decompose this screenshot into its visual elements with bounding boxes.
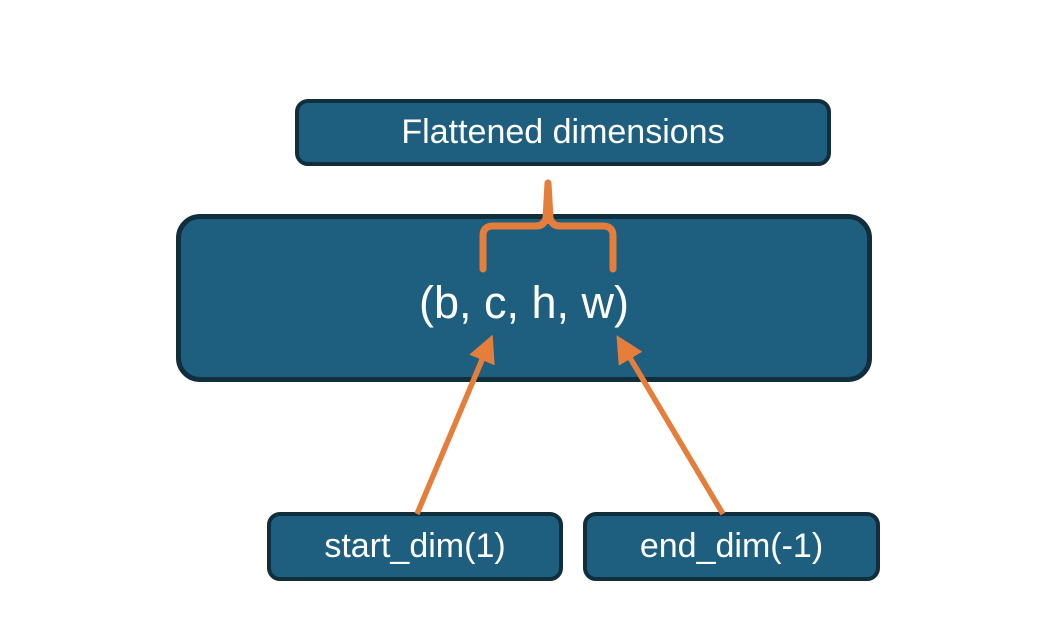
tensor-shape-label: (b, c, h, w) <box>418 277 630 328</box>
flattened-dimensions-box: Flattened dimensions <box>295 99 831 166</box>
end-dim-label: end_dim(-1) <box>639 527 824 565</box>
flattened-dimensions-label: Flattened dimensions <box>401 113 725 151</box>
end-dim-box: end_dim(-1) <box>583 512 880 581</box>
start-dim-box: start_dim(1) <box>267 512 563 581</box>
start-dim-label: start_dim(1) <box>324 527 506 565</box>
tensor-shape-box: (b, c, h, w) <box>176 214 872 382</box>
